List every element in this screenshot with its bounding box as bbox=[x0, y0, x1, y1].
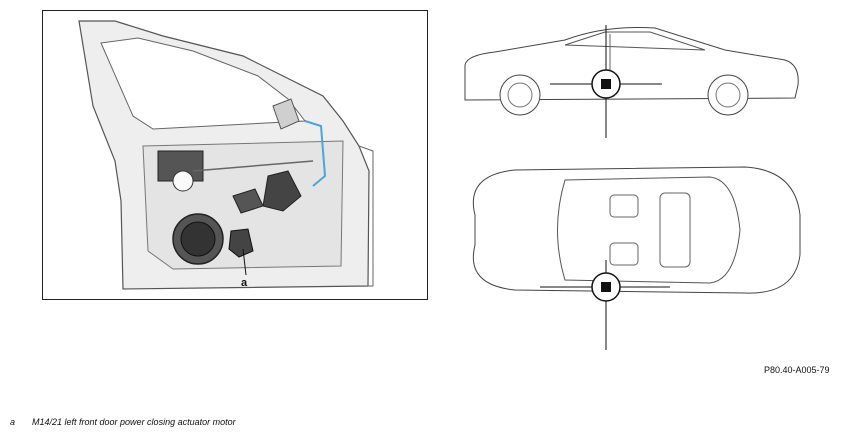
window-opening bbox=[100, 37, 306, 130]
car-side-rear-wheel bbox=[707, 74, 749, 116]
mirror-mount bbox=[272, 98, 300, 130]
side-marker-square bbox=[601, 79, 611, 89]
speaker-cone bbox=[180, 221, 216, 257]
door-illustration bbox=[78, 20, 374, 290]
lock-assembly bbox=[262, 170, 302, 212]
legend-key: a bbox=[10, 417, 16, 427]
door-detail-panel bbox=[42, 10, 428, 300]
callout-label-a: a bbox=[241, 277, 248, 289]
door-cable bbox=[304, 120, 327, 187]
actuator-motor bbox=[228, 228, 254, 258]
car-top-rear-bench bbox=[659, 192, 691, 268]
top-marker-square bbox=[601, 282, 611, 292]
car-top-body bbox=[472, 166, 801, 294]
car-side-windows bbox=[564, 31, 706, 51]
legend: a M14/21 left front door power closing ac… bbox=[10, 417, 236, 427]
car-top-seat-front-right bbox=[609, 242, 639, 266]
bracket bbox=[232, 188, 264, 214]
callout-leader bbox=[242, 248, 247, 276]
legend-text: M14/21 left front door power closing act… bbox=[32, 417, 236, 427]
car-side-view bbox=[464, 25, 799, 138]
car-top-view bbox=[472, 166, 801, 350]
car-top-cabin bbox=[557, 176, 741, 284]
car-side-front-wheel bbox=[499, 74, 541, 116]
hinge-edge bbox=[358, 145, 374, 287]
regulator-reel bbox=[172, 170, 194, 192]
car-top-seat-front-left bbox=[609, 194, 639, 218]
regulator-rail bbox=[192, 160, 314, 172]
reference-code: P80.40-A005-79 bbox=[764, 365, 830, 375]
